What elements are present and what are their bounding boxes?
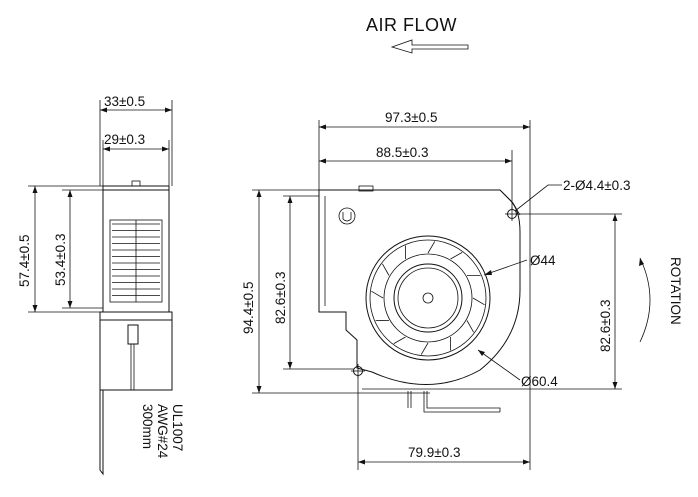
side-view: 33±0.5 29±0.3 57.4±0.5 53.4±0.3 UL1007 A…: [17, 94, 185, 476]
impeller-blade: [371, 290, 384, 299]
impeller-diameter-label: Ø60.4: [521, 374, 558, 389]
front-width-inner-label: 88.5±0.3: [376, 145, 428, 160]
side-width-outer-label: 33±0.5: [104, 94, 145, 109]
hole-spacing-vertical-label: 82.6±0.3: [598, 300, 613, 352]
side-view-connector: [127, 324, 139, 345]
front-height-inner-label: 82.6±0.3: [273, 272, 288, 324]
front-width-overall-label: 97.3±0.5: [385, 110, 437, 125]
impeller-blade: [382, 263, 390, 276]
front-view: 97.3±0.5 88.5±0.3 2-Ø4.4±0.3 94.4±0.5 82…: [241, 110, 683, 470]
side-view-cable: [99, 390, 104, 476]
mount-holes-label: 2-Ø4.4±0.3: [563, 178, 630, 193]
mounting-hole-bottom-left: [351, 364, 365, 378]
impeller-blade: [466, 320, 474, 333]
side-height-outer-label: 57.4±0.5: [17, 235, 32, 287]
front-height-overall-label: 94.4±0.5: [241, 282, 256, 334]
cable-spec-line2: AWG#24: [155, 404, 170, 459]
hub-diameter-label: Ø44: [530, 253, 556, 268]
impeller-blade: [420, 342, 429, 355]
rotation-arrow-icon: [639, 257, 651, 343]
hole-spacing-horizontal-label: 79.9±0.3: [408, 445, 460, 460]
impeller-blade: [427, 241, 436, 254]
rotation-label: ROTATION: [668, 257, 683, 325]
impeller: [365, 235, 491, 361]
ul-logo-icon: [338, 207, 356, 225]
side-width-inner-label: 29±0.3: [104, 132, 145, 147]
cable-spec-line3: 300mm: [140, 404, 155, 449]
side-view-vents: [109, 219, 163, 303]
cable-spec-line1: UL1007: [170, 404, 185, 451]
air-flow-title: AIR FLOW: [366, 15, 457, 35]
air-flow-arrow-icon: [390, 39, 469, 54]
impeller-blade: [393, 336, 406, 344]
impeller-blade: [450, 252, 463, 260]
side-height-inner-label: 53.4±0.3: [53, 234, 68, 286]
impeller-blade: [472, 297, 485, 306]
front-view-wires: [407, 391, 501, 413]
